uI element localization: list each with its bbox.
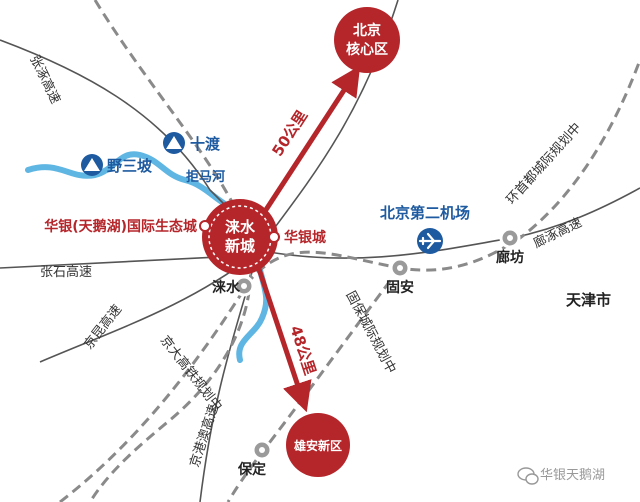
arrow-to-beijing: [255, 65, 361, 224]
road-zhangzhuo-label: 张涿高速: [26, 53, 63, 107]
center-line2: 新城: [225, 237, 255, 255]
project-right-label: 华银城: [284, 229, 326, 246]
station-laishui: [233, 275, 255, 297]
wechat-icon: [517, 467, 539, 485]
river-jumahe-label: 拒马河: [186, 169, 225, 185]
marker-left-project: [199, 220, 211, 232]
xiongan-circle: 雄安新区: [286, 413, 350, 477]
station-guan: [389, 257, 411, 279]
airplane-icon: [417, 228, 443, 254]
road-jinggang-label: 京港澳高速: [187, 402, 222, 469]
rail-gubao-planned: [226, 267, 402, 502]
city-langfang-label: 廊坊: [496, 249, 524, 266]
city-guan-label: 固安: [386, 279, 414, 296]
road-huanshou-label: 环首都城际规划中: [504, 120, 585, 207]
airport-label: 北京第二机场: [380, 204, 470, 222]
beijing-core-line2: 核心区: [346, 41, 388, 58]
road-langzhuo-label: 廊涿高速: [531, 214, 585, 251]
road-langzhuo-expressway: [257, 187, 640, 259]
mountain-icon: [163, 132, 185, 154]
city-laishui-label: 涞水: [212, 279, 241, 296]
project-left-label: 华银(天鹅湖)国际生态城: [44, 218, 197, 235]
city-baoding-label: 保定: [237, 461, 266, 478]
rail-huanshou-planned: [59, 59, 640, 502]
station-baoding: [251, 439, 273, 461]
station-langfang: [499, 227, 521, 249]
center-line1: 涞水: [225, 218, 256, 236]
road-zhangshi-label: 张石高速: [40, 264, 92, 280]
road-jingda-label: 京大高铁规划中: [157, 333, 226, 415]
road-jingkun-label: 京昆高速: [81, 302, 126, 353]
mountain-icon: [81, 154, 103, 176]
beijing-core-line1: 北京: [353, 22, 381, 39]
scenic-shidu-label: 十渡: [190, 135, 221, 153]
watermark-text: 华银天鹅湖: [540, 467, 605, 483]
scenic-yesanpo-label: 野三坡: [107, 157, 152, 175]
marker-right-project: [268, 231, 280, 243]
city-tianjin-label: 天津市: [566, 291, 611, 309]
beijing-core-circle: 北京 核心区: [334, 7, 400, 73]
arrow-to-xiongan: [253, 259, 312, 413]
center-laishui-newcity: 涞水 新城: [202, 199, 278, 275]
xiongan-label: 雄安新区: [293, 438, 342, 453]
